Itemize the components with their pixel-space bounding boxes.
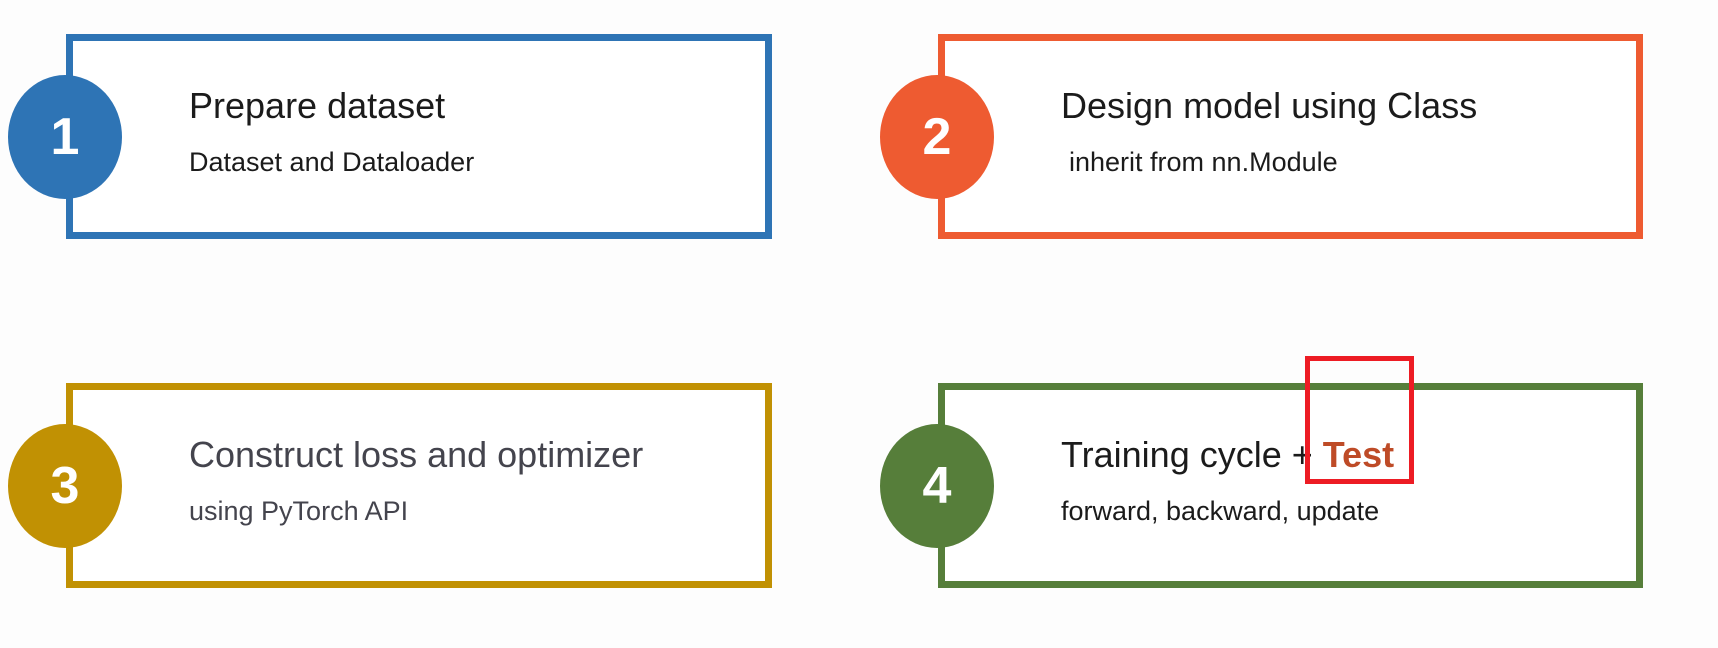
step-subtitle-4: forward, backward, update: [1061, 495, 1380, 526]
step-box-loss-optimizer: 3 Construct loss and optimizer using PyT…: [8, 383, 772, 588]
step-title-1: Prepare dataset: [189, 85, 446, 126]
step-text-4: Training cycle + Test forward, backward,…: [945, 356, 1636, 529]
step-number-badge-2: 2: [880, 74, 994, 199]
step-title-4-prefix: Training cycle +: [1061, 434, 1323, 475]
step-box-design-model: 2 Design model using Class inherit from …: [880, 34, 1643, 239]
step-number-badge-4: 4: [880, 423, 994, 548]
step-title-3: Construct loss and optimizer: [189, 434, 644, 475]
step-title-4-highlight: Test: [1322, 434, 1395, 475]
step-text-2: Design model using Class inherit from nn…: [945, 41, 1636, 180]
step-subtitle-1: Dataset and Dataloader: [189, 146, 475, 177]
step-number-badge-3: 3: [8, 423, 122, 548]
test-highlight-wrap: Test: [1304, 356, 1415, 484]
step-title-4: Training cycle + Test: [1061, 356, 1626, 484]
step-box-prepare-dataset: 1 Prepare dataset Dataset and Dataloader: [8, 34, 772, 239]
step-text-3: Construct loss and optimizer using PyTor…: [73, 390, 765, 529]
step-number-badge-1: 1: [8, 74, 122, 199]
step-subtitle-3: using PyTorch API: [189, 495, 409, 526]
step-title-2: Design model using Class: [1061, 85, 1478, 126]
step-text-1: Prepare dataset Dataset and Dataloader: [73, 41, 765, 180]
step-box-training-cycle: 4 Training cycle + Test forward, backwar…: [880, 356, 1643, 588]
step-subtitle-2: inherit from nn.Module: [1069, 146, 1338, 177]
